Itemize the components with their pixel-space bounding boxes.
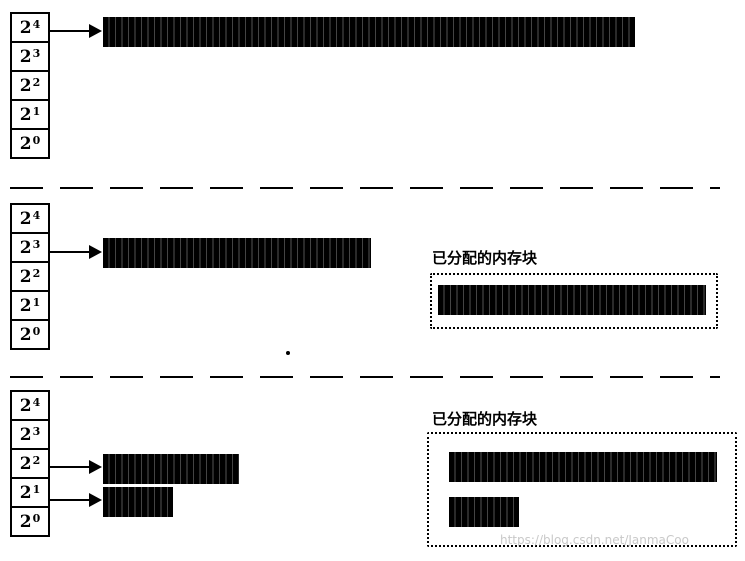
allocated-block-region [427, 432, 737, 547]
level-base: 2 [19, 453, 32, 474]
level-exponent: 4 [32, 18, 41, 31]
free-block-2-4 [103, 17, 635, 47]
level-exponent: 0 [32, 134, 41, 147]
level-exponent: 2 [32, 76, 41, 89]
level-exponent: 3 [32, 425, 41, 438]
level-base: 2 [19, 324, 32, 345]
level-base: 2 [19, 237, 32, 258]
level-base: 2 [19, 424, 32, 445]
free-block-2-3 [103, 238, 371, 268]
allocated-block-region [430, 273, 718, 329]
free-block-2-1 [103, 487, 173, 517]
level-base: 2 [19, 208, 32, 229]
level-exponent: 1 [32, 296, 41, 309]
level-exponent: 1 [32, 105, 41, 118]
arrow-icon [50, 460, 102, 474]
level-base: 2 [19, 133, 32, 154]
level-exponent: 0 [32, 325, 41, 338]
watermark: https://blog.csdn.net/JanmaCoo [500, 533, 689, 547]
level-base: 2 [19, 17, 32, 38]
allocated-block-label: 已分配的内存块 [432, 410, 538, 428]
allocated-block-2-3 [438, 285, 706, 315]
level-base: 2 [19, 266, 32, 287]
free-block-2-2 [103, 454, 239, 484]
level-base: 2 [19, 75, 32, 96]
allocated-block-2-3 [449, 452, 717, 482]
level-exponent: 4 [32, 209, 41, 222]
level-exponent: 3 [32, 238, 41, 251]
arrow-icon [50, 245, 102, 259]
allocated-block-label: 已分配的内存块 [432, 249, 538, 267]
arrow-icon [50, 493, 102, 507]
level-base: 2 [19, 104, 32, 125]
level-base: 2 [19, 46, 32, 67]
separator-dashed-line [10, 376, 720, 378]
level-exponent: 2 [32, 267, 41, 280]
level-base: 2 [19, 511, 32, 532]
allocated-block-2-1 [449, 497, 519, 527]
level-base: 2 [19, 482, 32, 503]
arrow-icon [50, 24, 102, 38]
level-exponent: 1 [32, 483, 41, 496]
level-exponent: 0 [32, 512, 41, 525]
level-exponent: 2 [32, 454, 41, 467]
stray-dot [286, 351, 290, 355]
separator-dashed-line [10, 187, 720, 189]
level-exponent: 4 [32, 396, 41, 409]
level-base: 2 [19, 295, 32, 316]
level-base: 2 [19, 395, 32, 416]
level-exponent: 3 [32, 47, 41, 60]
